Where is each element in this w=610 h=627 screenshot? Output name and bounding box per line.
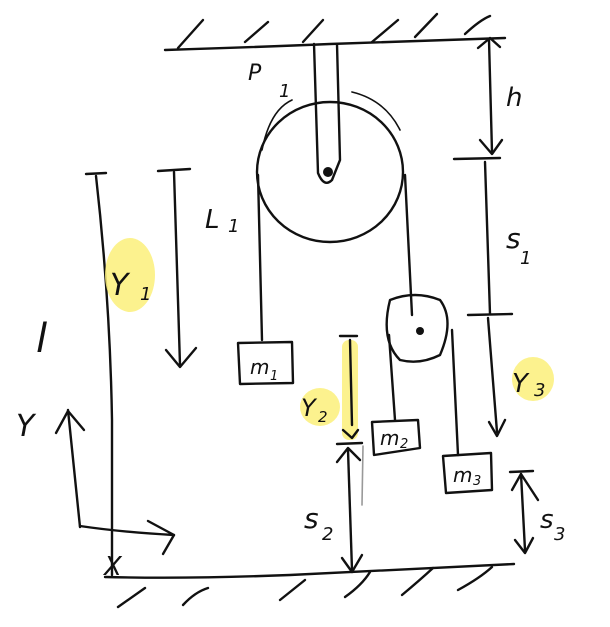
y1-label: Y bbox=[110, 268, 131, 303]
y1-highlight bbox=[105, 238, 155, 312]
y1-subscript: 1 bbox=[140, 284, 151, 305]
floor bbox=[103, 562, 516, 609]
length-s1-subscript: 1 bbox=[520, 248, 531, 269]
length-s1: s 1 bbox=[452, 156, 531, 317]
mass-m3-subscript: 3 bbox=[473, 474, 481, 489]
y3-label: Y bbox=[512, 369, 530, 399]
length-l-label: l bbox=[36, 316, 47, 362]
length-h: h bbox=[476, 36, 522, 156]
length-s3: s 3 bbox=[508, 469, 565, 555]
length-s3-subscript: 3 bbox=[554, 524, 565, 545]
pulley-p2 bbox=[385, 293, 449, 363]
pulley-axle-icon bbox=[323, 167, 333, 177]
mass-m2-subscript: 2 bbox=[400, 437, 408, 452]
ceiling bbox=[163, 12, 507, 52]
axis-x-label: X bbox=[102, 552, 123, 582]
pulley-p1-subscript: 1 bbox=[279, 81, 290, 102]
coordinate-axes: Y X bbox=[16, 408, 176, 582]
length-s1-label: s bbox=[506, 222, 521, 255]
length-s2-label: s bbox=[304, 502, 319, 535]
length-l1-subscript: 1 bbox=[228, 216, 239, 237]
y2-subscript: 2 bbox=[318, 408, 328, 426]
rope-p1-m1 bbox=[256, 173, 264, 342]
coordinate-y2: Y 2 bbox=[300, 334, 360, 440]
length-l1-label: L bbox=[205, 205, 220, 235]
mass-m3: m 3 bbox=[441, 451, 494, 495]
axis-y-label: Y bbox=[16, 409, 37, 444]
length-l: l bbox=[36, 171, 114, 577]
y2-label: Y bbox=[301, 394, 318, 422]
coordinate-y3: Y 3 bbox=[486, 316, 554, 438]
rope-p2-m2 bbox=[387, 333, 397, 422]
mass-m3-label: m bbox=[453, 463, 472, 487]
pulley-p2-axle-icon bbox=[416, 327, 424, 335]
mass-m1-label: m bbox=[250, 355, 269, 379]
rope-p1-p2 bbox=[403, 173, 414, 317]
length-s3-label: s bbox=[540, 505, 554, 535]
mass-m1-subscript: 1 bbox=[270, 369, 278, 384]
mass-m2: m 2 bbox=[370, 418, 422, 457]
y3-highlight bbox=[512, 357, 554, 401]
length-h-label: h bbox=[506, 83, 522, 113]
rope-p2-m3 bbox=[450, 328, 460, 457]
y3-subscript: 3 bbox=[534, 380, 545, 401]
length-s2: s 2 bbox=[304, 441, 364, 574]
mass-m2-label: m bbox=[380, 426, 399, 450]
y2-highlight bbox=[300, 388, 340, 426]
coordinate-y1: Y 1 bbox=[105, 167, 198, 369]
pulley-p1-label: P bbox=[248, 61, 262, 86]
pulley-p1: P 1 bbox=[248, 42, 405, 244]
length-s2-subscript: 2 bbox=[322, 524, 333, 545]
mass-m1: m 1 bbox=[236, 340, 295, 386]
